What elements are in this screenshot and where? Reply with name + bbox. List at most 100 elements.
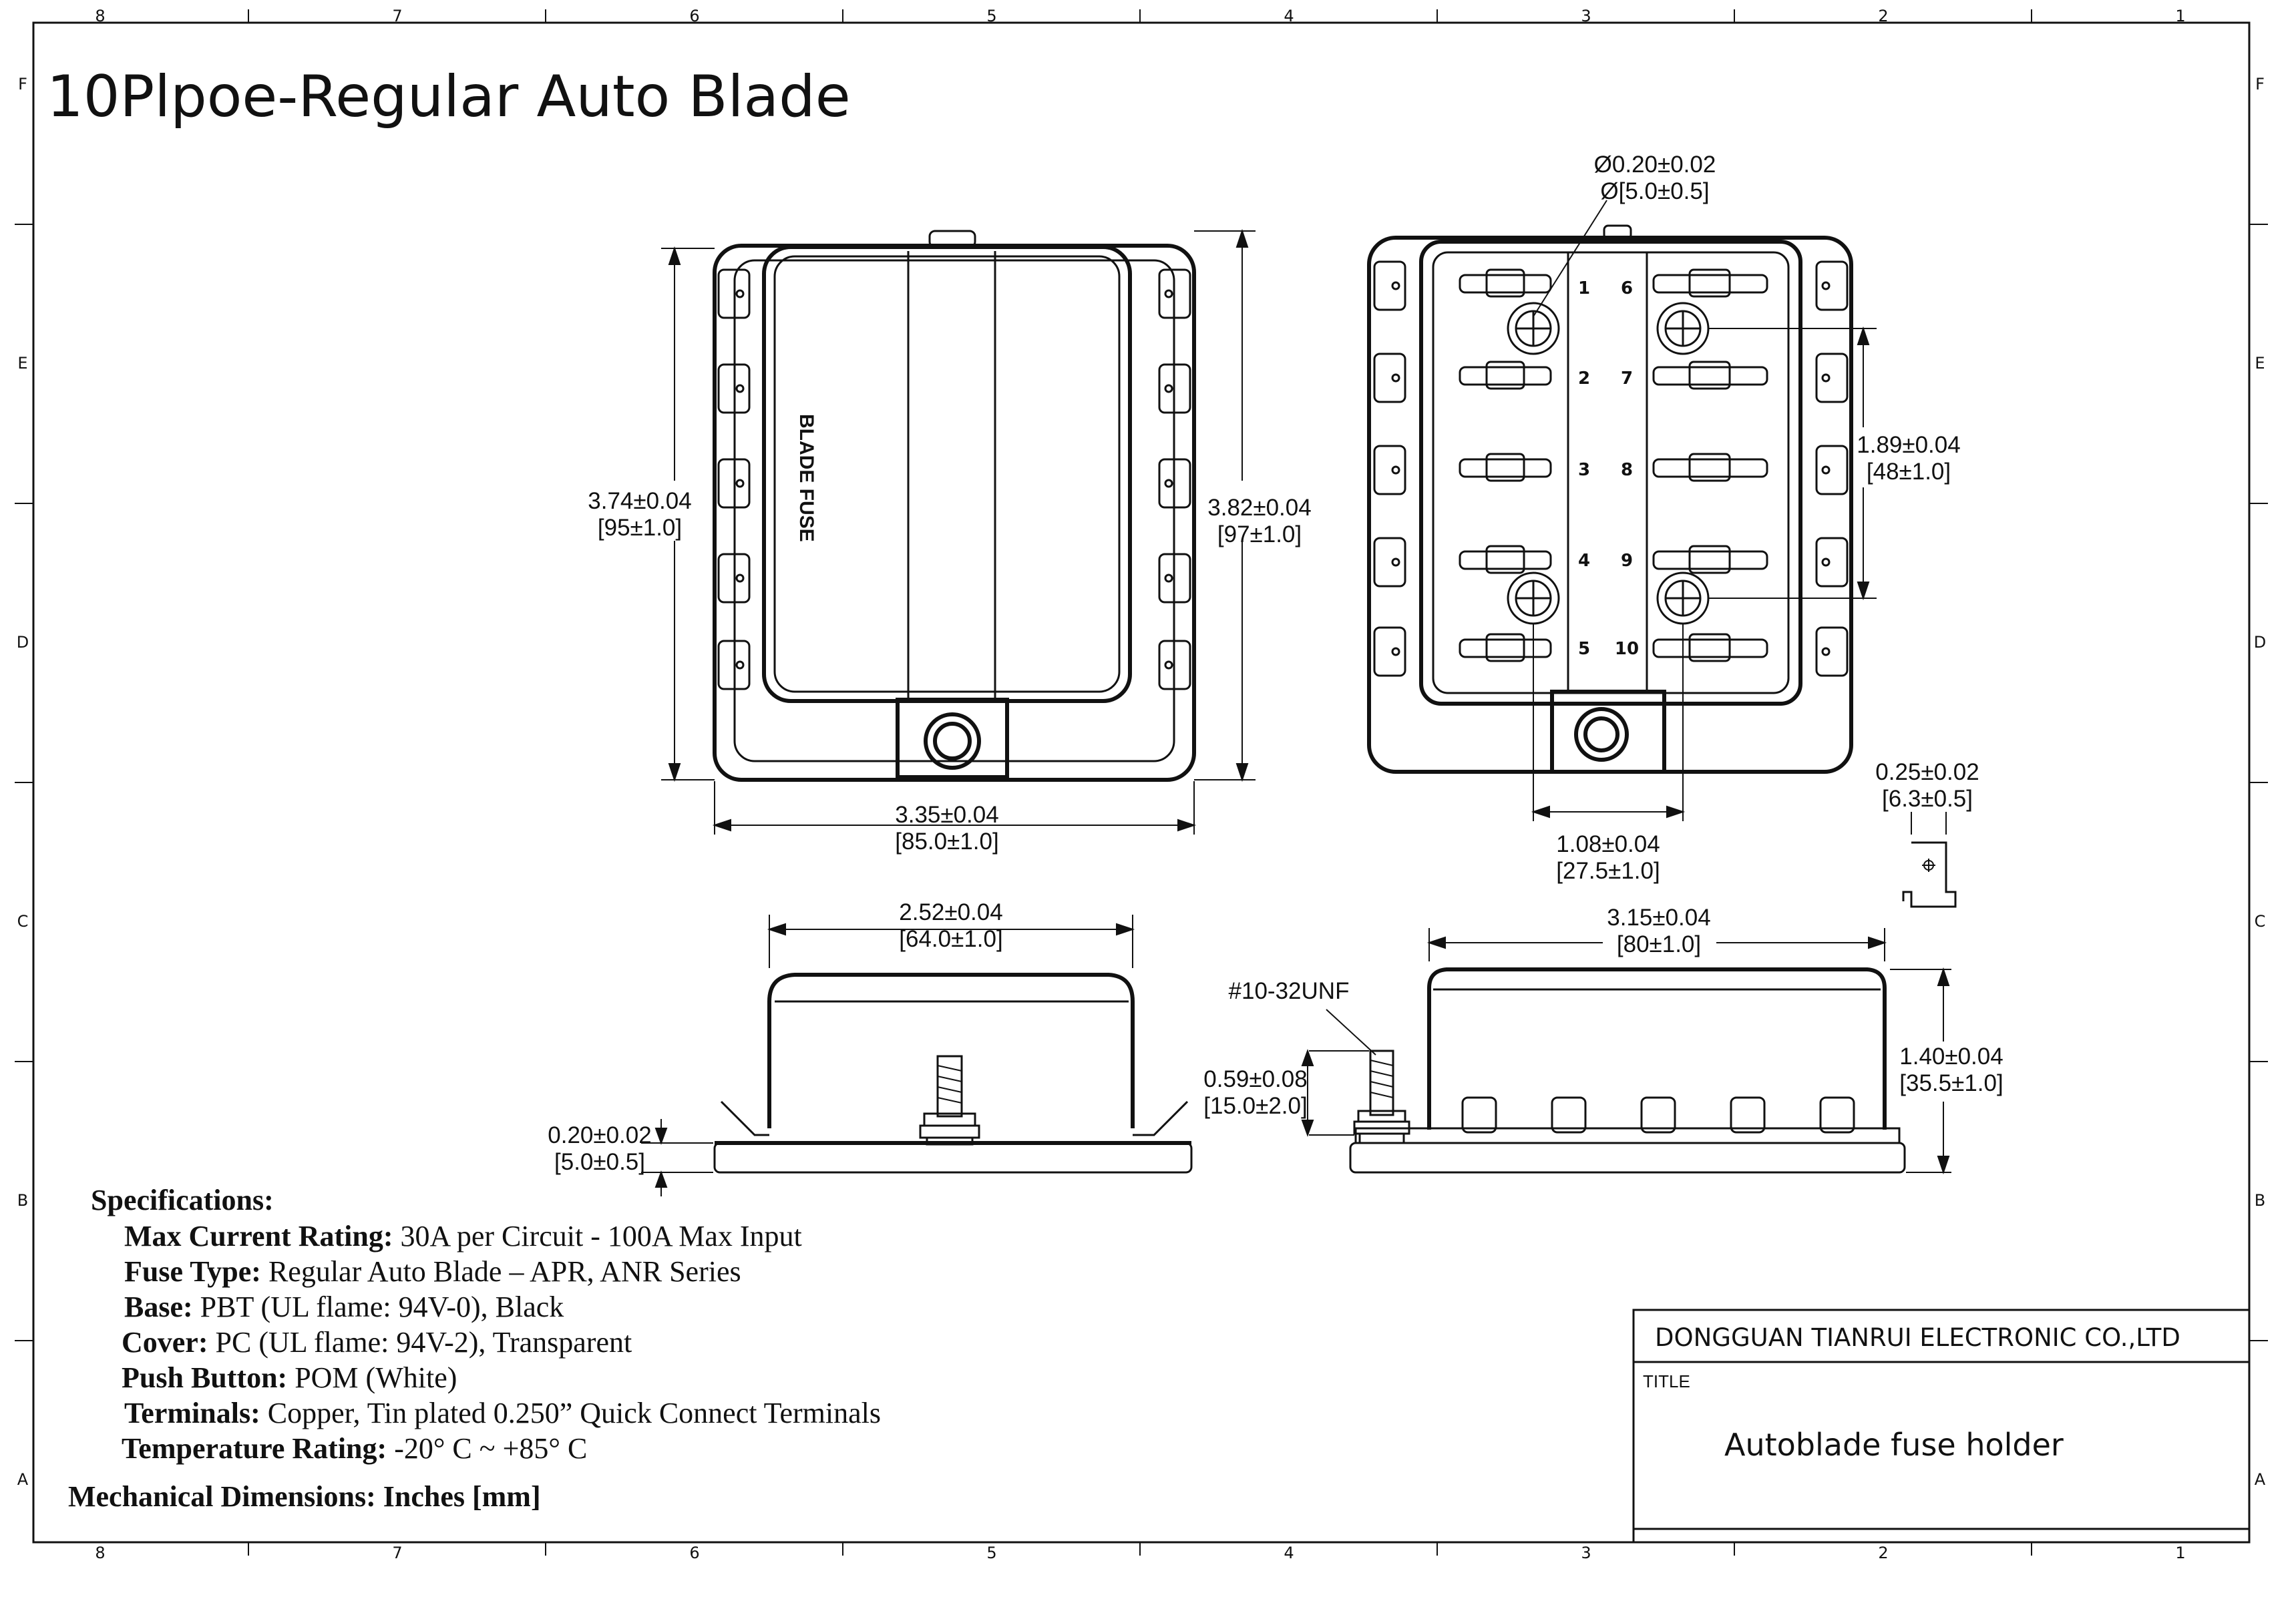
dim-top-width-in: 3.35±0.04 [895, 802, 998, 828]
row-label-left: A [17, 1470, 29, 1489]
spec-line: Temperature Rating: -20° C ~ +85° C [122, 1432, 587, 1465]
spec-label: Base: [124, 1291, 193, 1323]
col-label-top: 2 [1878, 7, 1888, 25]
dim-front-height-in: 1.40±0.04 [1899, 1044, 2003, 1070]
dim-top-height-in: 3.74±0.04 [588, 488, 691, 514]
spec-value: POM (White) [295, 1361, 457, 1394]
col-label-bottom: 2 [1878, 1544, 1888, 1562]
spec-line: Cover: PC (UL flame: 94V-2), Transparent [122, 1326, 632, 1359]
title-value: Autoblade fuse holder [1724, 1427, 2064, 1463]
col-label-top: 8 [95, 7, 105, 25]
dim-hole-vertical-in: 1.89±0.04 [1857, 432, 1960, 458]
col-label-bottom: 8 [95, 1544, 105, 1562]
dim-terminal-in: 0.25±0.02 [1875, 759, 1979, 785]
dim-stud-in: 0.59±0.08 [1203, 1066, 1307, 1092]
spec-label: Terminals: [124, 1397, 260, 1429]
spec-line: Push Button: POM (White) [122, 1361, 457, 1394]
row-label-left: E [17, 354, 27, 373]
row-label-right: A [2255, 1470, 2266, 1489]
dim-side-width-mm: [64.0±1.0] [899, 926, 1002, 952]
spec-value: PBT (UL flame: 94V-0), Black [200, 1291, 564, 1323]
spec-line: Terminals: Copper, Tin plated 0.250” Qui… [124, 1397, 881, 1429]
title-block: DONGGUAN TIANRUI ELECTRONIC CO.,LTD TITL… [1632, 1309, 2251, 1544]
spec-label: Cover: [122, 1326, 208, 1359]
slot-number: 10 [1615, 639, 1639, 659]
drawing-title: 10Plpoe-Regular Auto Blade [47, 63, 851, 130]
spec-value: PC (UL flame: 94V-2), Transparent [216, 1326, 632, 1359]
spec-line: Fuse Type: Regular Auto Blade – APR, ANR… [124, 1255, 741, 1288]
spec-value: Copper, Tin plated 0.250” Quick Connect … [268, 1397, 881, 1429]
col-label-bottom: 5 [986, 1544, 996, 1562]
cover-label: BLADE FUSE [795, 414, 817, 542]
col-label-top: 7 [392, 7, 402, 25]
dim-hole-horizontal-in: 1.08±0.04 [1556, 831, 1660, 857]
row-label-right: F [2255, 75, 2265, 93]
dim-hole-horizontal-mm: [27.5±1.0] [1556, 858, 1660, 884]
terminal-detail: 0.25±0.02 [6.3±0.5] [1875, 759, 1979, 908]
col-label-bottom: 6 [689, 1544, 699, 1562]
dim-top-overall-height-mm: [97±1.0] [1217, 521, 1302, 547]
dim-hole-dia-mm: Ø[5.0±0.5] [1600, 178, 1709, 204]
dim-hole-dia-in: Ø0.20±0.02 [1594, 152, 1716, 178]
slot-number: 2 [1578, 369, 1590, 389]
company-name: DONGGUAN TIANRUI ELECTRONIC CO.,LTD [1655, 1323, 2180, 1352]
side-view: 2.52±0.04 [64.0±1.0] 0.20±0.02 [5.0±0.5] [548, 899, 1193, 1196]
col-label-bottom: 4 [1284, 1544, 1294, 1562]
row-label-right: E [2255, 354, 2265, 373]
open-view: 1 2 3 4 5 6 7 8 9 10 Ø0.20±0.02 Ø[5.0±0.… [1367, 152, 1961, 884]
specifications: Specifications: Max Current Rating: 30A … [68, 1184, 881, 1513]
dim-top-width-mm: [85.0±1.0] [895, 829, 998, 855]
row-label-right: D [2254, 633, 2266, 652]
dim-top-overall-height-in: 3.82±0.04 [1207, 495, 1311, 521]
slot-number: 7 [1621, 369, 1633, 389]
slot-number: 1 [1578, 278, 1590, 298]
slot-number: 8 [1621, 460, 1633, 480]
slot-number: 9 [1621, 551, 1633, 571]
dim-stud-mm: [15.0±2.0] [1203, 1093, 1307, 1119]
spec-line: Max Current Rating: 30A per Circuit - 10… [124, 1220, 802, 1252]
slot-number: 6 [1621, 278, 1633, 298]
dim-base-mm: [5.0±0.5] [554, 1149, 645, 1175]
units-note: Mechanical Dimensions: Inches [mm] [68, 1480, 541, 1513]
dim-terminal-mm: [6.3±0.5] [1882, 786, 1973, 812]
border-frame: 8 7 6 5 4 3 2 1 8 7 6 5 4 3 2 1 F E D C … [15, 7, 2268, 1562]
col-label-top: 5 [986, 7, 996, 25]
row-label-right: C [2255, 912, 2266, 931]
dim-front-height-mm: [35.5±1.0] [1899, 1070, 2003, 1096]
dim-front-length-mm: [80±1.0] [1617, 931, 1701, 957]
row-label-right: B [2255, 1191, 2265, 1210]
spec-label: Max Current Rating: [124, 1220, 393, 1252]
title-label: TITLE [1643, 1371, 1690, 1391]
row-label-left: F [18, 75, 27, 93]
dim-hole-vertical-mm: [48±1.0] [1867, 459, 1951, 485]
col-label-bottom: 1 [2175, 1544, 2185, 1562]
col-label-bottom: 7 [392, 1544, 402, 1562]
row-label-left: D [17, 633, 29, 652]
spec-value: -20° C ~ +85° C [394, 1432, 587, 1465]
col-label-top: 1 [2175, 7, 2185, 25]
col-label-top: 6 [689, 7, 699, 25]
slot-number: 3 [1578, 460, 1590, 480]
spec-label: Temperature Rating: [122, 1432, 387, 1465]
spec-heading: Specifications: [91, 1184, 274, 1216]
slot-number: 5 [1578, 639, 1590, 659]
spec-line: Base: PBT (UL flame: 94V-0), Black [124, 1291, 564, 1323]
spec-label: Fuse Type: [124, 1255, 261, 1288]
spec-value: 30A per Circuit - 100A Max Input [400, 1220, 801, 1252]
top-view: BLADE FUSE 3.74±0.04 [95±1.0] 3.82±0.04 … [588, 228, 1312, 855]
dim-side-width-in: 2.52±0.04 [899, 899, 1002, 925]
col-label-top: 3 [1581, 7, 1591, 25]
dim-front-length-in: 3.15±0.04 [1607, 905, 1710, 931]
spec-value: Regular Auto Blade – APR, ANR Series [268, 1255, 741, 1288]
spec-label: Push Button: [122, 1361, 287, 1394]
dim-top-height-mm: [95±1.0] [598, 515, 682, 541]
col-label-bottom: 3 [1581, 1544, 1591, 1562]
row-label-left: C [17, 912, 29, 931]
thread-label: #10-32UNF [1229, 978, 1350, 1004]
dim-base-in: 0.20±0.02 [548, 1122, 651, 1148]
slot-number: 4 [1578, 551, 1590, 571]
row-label-left: B [17, 1191, 28, 1210]
col-label-top: 4 [1284, 7, 1294, 25]
front-view: #10-32UNF 0.59±0.08 [15.0±2.0] 3.15±0.04… [1203, 905, 2003, 1175]
